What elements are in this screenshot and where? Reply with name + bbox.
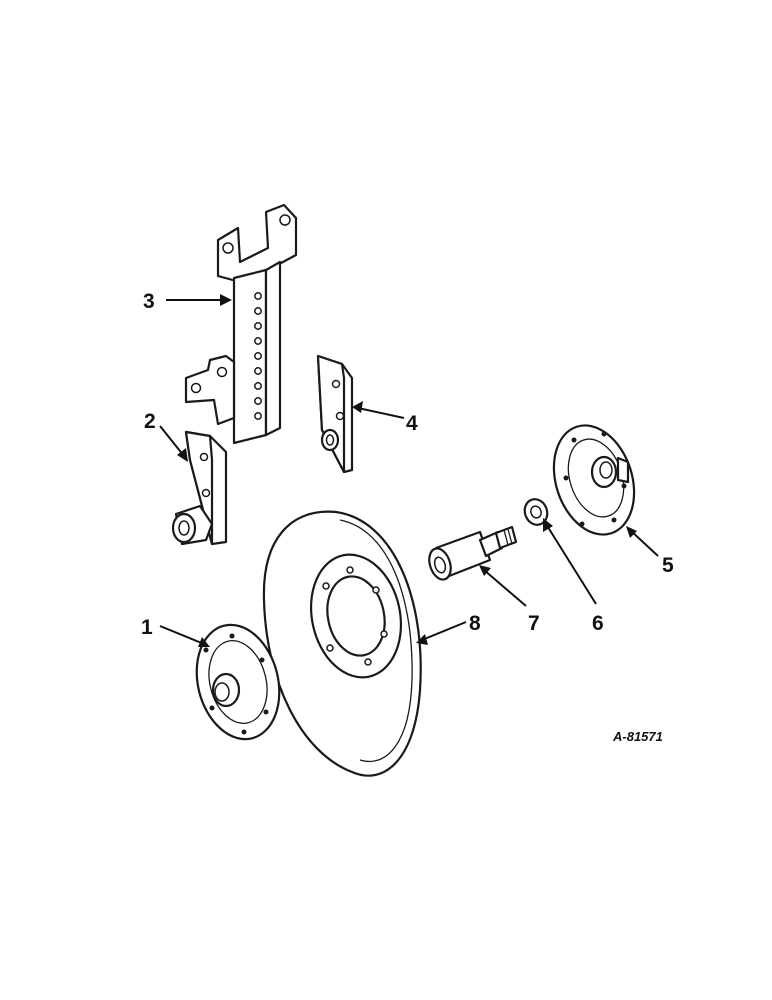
bearing-flange-part <box>552 424 636 536</box>
callout-4: 4 <box>406 412 418 435</box>
spindle-part <box>428 525 518 581</box>
callout-arrows <box>159 294 659 647</box>
standard-part <box>184 203 298 445</box>
callout-2: 2 <box>144 410 156 433</box>
callout-6: 6 <box>592 612 604 635</box>
adjustment-holes <box>254 292 262 420</box>
callout-7: 7 <box>528 612 540 635</box>
washer-part <box>523 498 549 526</box>
callout-numbers: 3 2 4 5 6 7 8 1 <box>141 290 674 639</box>
hub-cap-part <box>195 623 281 741</box>
callout-3: 3 <box>143 290 155 313</box>
callout-1: 1 <box>141 616 153 639</box>
left-bracket-part <box>171 430 228 546</box>
disc-blade-part <box>262 510 422 777</box>
callout-8: 8 <box>469 612 481 635</box>
right-bracket-part <box>316 354 354 474</box>
callout-5: 5 <box>662 554 674 577</box>
drawing-code: A-81571 <box>612 729 663 744</box>
